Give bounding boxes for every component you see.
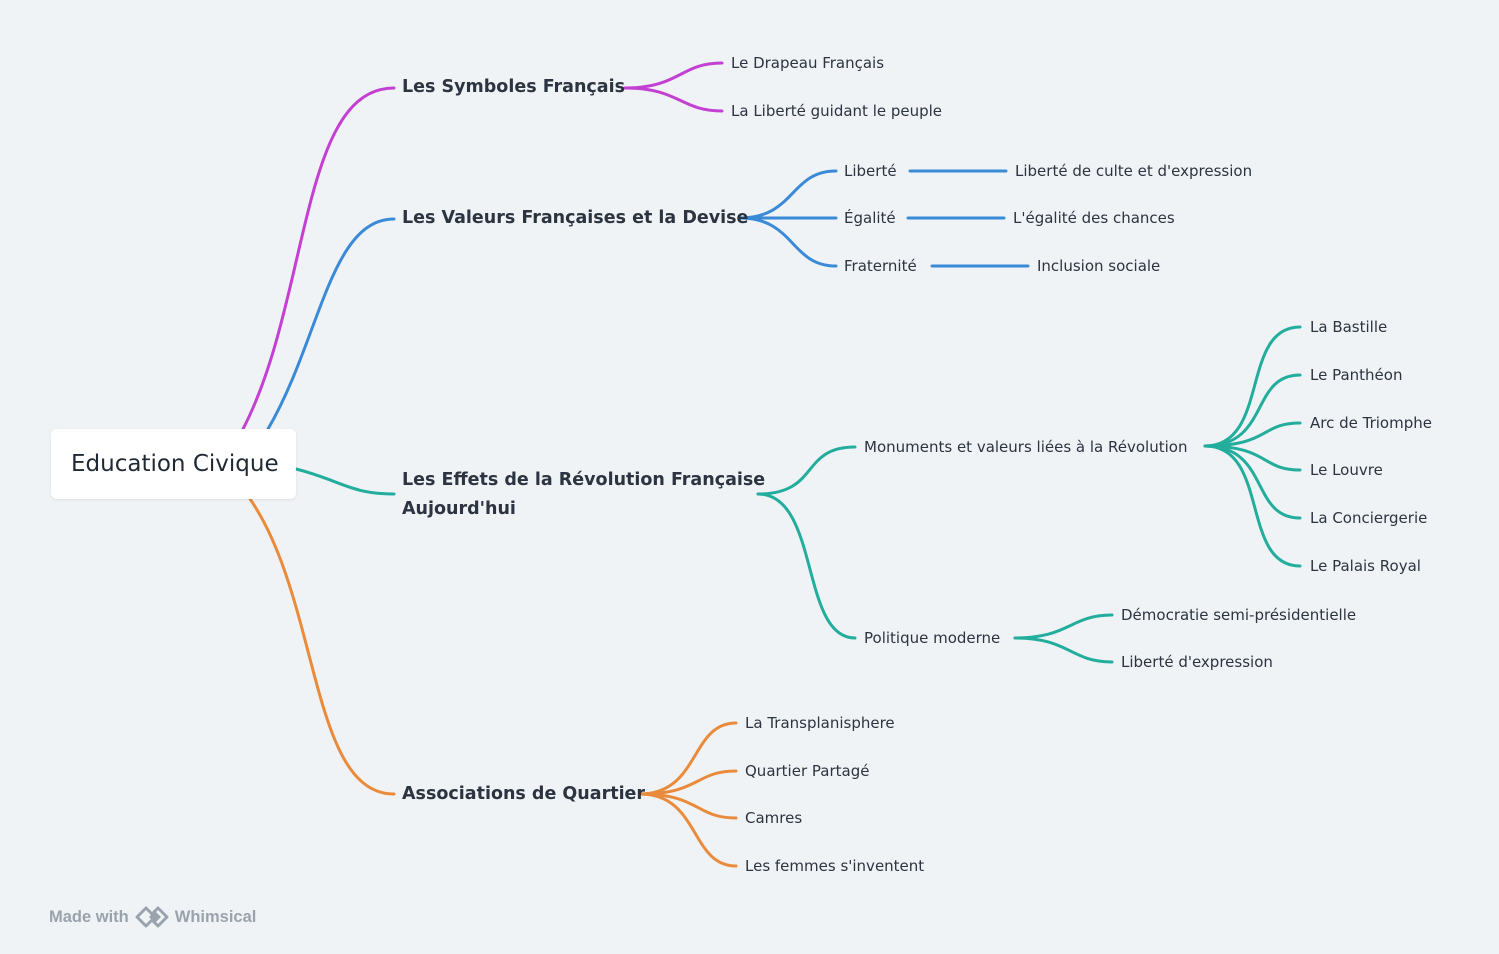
link-associations bbox=[638, 792, 738, 868]
branch-associations[interactable]: Associations de Quartier bbox=[402, 784, 646, 804]
link-symboles bbox=[623, 61, 724, 90]
branch-effets-line1: Les Effets de la Révolution Française bbox=[402, 470, 766, 490]
leaf-egalite[interactable]: Égalité bbox=[844, 209, 896, 227]
root-node[interactable]: Education Civique bbox=[51, 429, 296, 499]
link-associations bbox=[638, 792, 738, 820]
link-root-symboles bbox=[241, 86, 396, 431]
link-associations bbox=[638, 721, 738, 796]
leaf-fraternite[interactable]: Fraternité bbox=[844, 257, 917, 275]
leaf-liberte-expression[interactable]: Liberté d'expression bbox=[1121, 653, 1273, 671]
link-effets bbox=[1203, 444, 1302, 472]
root-label: Education Civique bbox=[71, 451, 279, 477]
leaf-pantheon[interactable]: Le Panthéon bbox=[1310, 366, 1403, 384]
branch-effets[interactable]: Les Effets de la Révolution Française Au… bbox=[402, 466, 765, 524]
branch-symboles[interactable]: Les Symboles Français bbox=[402, 77, 626, 97]
link-effets bbox=[1203, 421, 1302, 448]
leaf-bastille[interactable]: La Bastille bbox=[1310, 318, 1388, 336]
leaf-palais-royal[interactable]: Le Palais Royal bbox=[1310, 557, 1421, 575]
link-effets bbox=[1013, 613, 1114, 640]
leaf-inclusion-sociale[interactable]: Inclusion sociale bbox=[1037, 257, 1161, 275]
leaf-camres[interactable]: Camres bbox=[745, 809, 803, 827]
leaf-transplanisphere[interactable]: La Transplanisphere bbox=[745, 714, 895, 732]
link-effets bbox=[1203, 444, 1302, 568]
leaf-liberte[interactable]: Liberté bbox=[844, 162, 897, 180]
leaf-quartier-partage[interactable]: Quartier Partagé bbox=[745, 762, 870, 780]
made-with-whimsical-badge[interactable]: Made with Whimsical bbox=[49, 905, 256, 929]
leaf-conciergerie[interactable]: La Conciergerie bbox=[1310, 509, 1428, 527]
branch-valeurs[interactable]: Les Valeurs Françaises et la Devise bbox=[402, 208, 749, 228]
node-monuments[interactable]: Monuments et valeurs liées à la Révoluti… bbox=[864, 438, 1188, 456]
leaf-louvre[interactable]: Le Louvre bbox=[1310, 461, 1383, 479]
link-valeurs bbox=[738, 169, 838, 220]
leaf-liberte-guidant[interactable]: La Liberté guidant le peuple bbox=[731, 102, 943, 120]
whimsical-brand: Whimsical bbox=[174, 907, 257, 926]
leaf-drapeau[interactable]: Le Drapeau Français bbox=[731, 54, 885, 72]
whimsical-logo-icon bbox=[135, 905, 169, 929]
link-associations bbox=[638, 769, 738, 796]
made-with-label: Made with bbox=[49, 907, 129, 926]
link-valeurs bbox=[738, 216, 838, 268]
link-root-valeurs bbox=[266, 217, 396, 431]
link-symboles bbox=[623, 86, 724, 113]
link-root-effets bbox=[294, 467, 396, 496]
leaf-femmes-inventent[interactable]: Les femmes s'inventent bbox=[745, 857, 925, 875]
link-effets bbox=[1203, 373, 1302, 448]
link-effets bbox=[1203, 444, 1302, 520]
leaf-liberte-culte[interactable]: Liberté de culte et d'expression bbox=[1015, 162, 1253, 180]
link-effets bbox=[1013, 636, 1114, 664]
link-root-associations bbox=[248, 497, 396, 796]
link-effets bbox=[756, 445, 857, 496]
leaf-egalite-chances[interactable]: L'égalité des chances bbox=[1013, 209, 1175, 227]
leaf-arc-de-triomphe[interactable]: Arc de Triomphe bbox=[1310, 414, 1432, 432]
branch-effets-line2: Aujourd'hui bbox=[402, 499, 516, 519]
link-effets bbox=[1203, 325, 1302, 448]
link-effets bbox=[756, 492, 857, 640]
node-politique-moderne[interactable]: Politique moderne bbox=[864, 629, 1001, 647]
leaf-democratie[interactable]: Démocratie semi-présidentielle bbox=[1121, 606, 1357, 624]
